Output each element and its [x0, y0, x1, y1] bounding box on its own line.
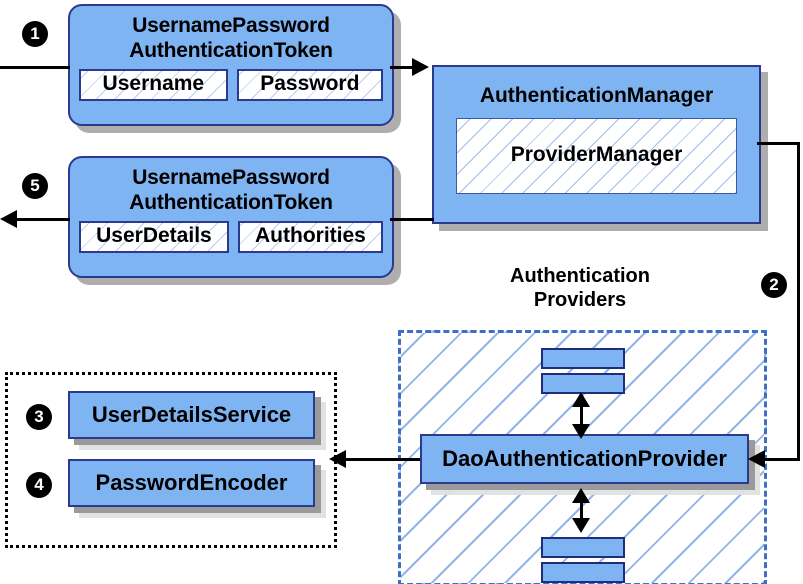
connector-incoming-request	[0, 66, 70, 69]
response-token-title: UsernamePassword AuthenticationToken	[70, 158, 392, 215]
request-authentication-token-card: UsernamePassword AuthenticationToken Use…	[68, 4, 394, 126]
user-details-service-card: UserDetailsService	[68, 391, 315, 439]
step-badge-4: 4	[26, 472, 52, 498]
request-token-title-line1: UsernamePassword	[132, 14, 330, 37]
authentication-providers-label-line2: Providers	[533, 289, 627, 311]
dao-authentication-provider-card: DaoAuthenticationProvider	[420, 434, 749, 484]
step-badge-1: 1	[22, 21, 48, 47]
request-token-slot-username: Username	[79, 69, 228, 101]
provider-slot-top-2	[541, 373, 625, 394]
request-token-slot-password: Password	[236, 69, 383, 101]
connector-manager-to-providers-top	[757, 142, 800, 145]
response-token-slots: UserDetails Authorities	[70, 215, 392, 263]
arrow-token-to-manager-head	[412, 58, 429, 76]
connector-dao-to-services	[345, 458, 420, 461]
arrow-into-dao-provider-head	[748, 450, 765, 468]
response-token-slot-authorities: Authorities	[237, 221, 383, 253]
connector-provider-chain-bottom	[580, 494, 583, 522]
provider-manager-box: ProviderManager	[456, 118, 737, 194]
authentication-providers-label: Authentication Providers	[470, 264, 690, 312]
connector-provider-chain-top	[580, 398, 583, 428]
provider-slot-bottom-2	[541, 562, 625, 583]
request-token-title: UsernamePassword AuthenticationToken	[70, 6, 392, 63]
response-token-title-line1: UsernamePassword	[132, 166, 330, 189]
step-badge-2: 2	[761, 272, 787, 298]
response-token-title-line2: AuthenticationToken	[129, 191, 333, 214]
response-authentication-token-card: UsernamePassword AuthenticationToken Use…	[68, 156, 394, 278]
connector-token-to-manager	[390, 66, 418, 69]
connector-outgoing-response	[17, 218, 70, 221]
arrow-into-services-head	[329, 450, 346, 468]
provider-slot-bottom-1	[541, 537, 625, 558]
authentication-providers-label-line1: Authentication	[510, 265, 650, 287]
provider-slot-top-1	[541, 348, 625, 369]
authentication-manager-card: AuthenticationManager ProviderManager	[432, 65, 761, 224]
arrow-provider-chain-top-up	[572, 392, 590, 407]
arrow-provider-chain-top-down	[572, 424, 590, 439]
connector-manager-to-providers-vertical	[797, 142, 800, 459]
password-encoder-card: PasswordEncoder	[68, 459, 315, 507]
connector-manager-to-providers-bottom	[765, 458, 800, 461]
arrow-outgoing-response-head	[0, 210, 17, 228]
connector-manager-to-response-token	[390, 218, 434, 221]
arrow-provider-chain-bottom-down	[572, 518, 590, 533]
response-token-slot-userdetails: UserDetails	[79, 221, 229, 253]
authentication-manager-title: AuthenticationManager	[479, 84, 714, 107]
request-token-title-line2: AuthenticationToken	[129, 39, 333, 62]
step-badge-5: 5	[22, 173, 48, 199]
arrow-provider-chain-bottom-up	[572, 488, 590, 503]
step-badge-3: 3	[26, 404, 52, 430]
request-token-slots: Username Password	[70, 63, 392, 111]
